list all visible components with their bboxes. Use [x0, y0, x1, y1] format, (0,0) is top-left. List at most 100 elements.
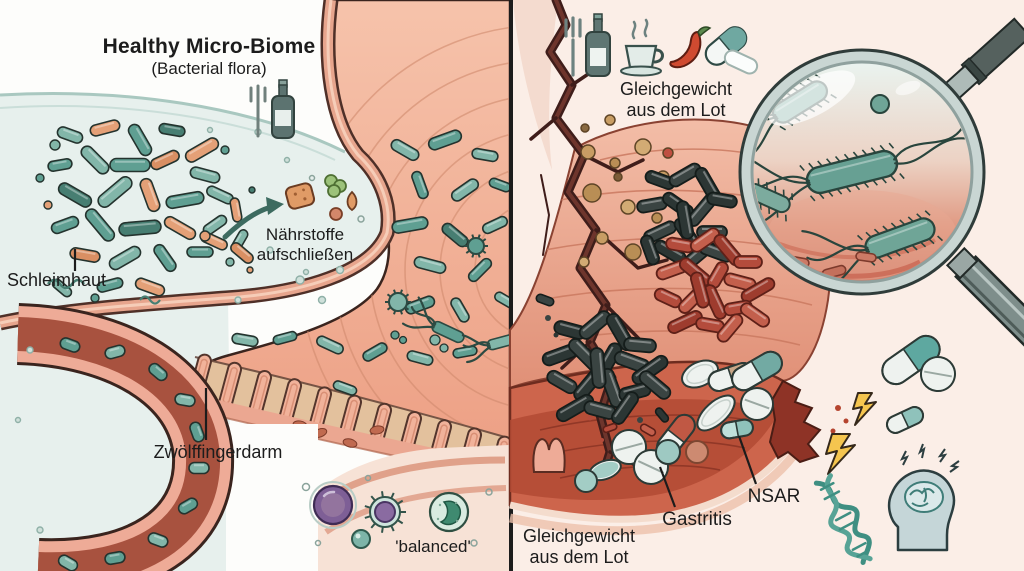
- particle: [637, 417, 643, 423]
- particle: [225, 257, 235, 267]
- bacterium-rod: [640, 234, 660, 266]
- coffee-cup-icon: [620, 18, 664, 77]
- particle: [398, 335, 408, 345]
- spiky-microbe: [464, 234, 488, 258]
- bacterium-rod: [163, 215, 197, 241]
- bacterium-rod: [441, 222, 469, 248]
- label-imbalance-top: Gleichgewicht aus dem Lot: [619, 79, 733, 121]
- bacterium-rod: [716, 313, 744, 343]
- bacterium-rod: [97, 176, 133, 208]
- bacterium-rod: [611, 391, 639, 425]
- bacterium-rod: [535, 293, 555, 307]
- bacterium-rod: [189, 166, 221, 184]
- bacterium-rod: [411, 170, 429, 200]
- particle: [600, 438, 604, 442]
- bacterium-rod: [147, 532, 169, 548]
- bacterium-rod: [189, 421, 205, 443]
- right-panel-art: [508, 0, 1024, 571]
- bacterium-rod: [150, 149, 180, 171]
- bacterium-rod: [89, 119, 121, 137]
- food-particle: [613, 172, 623, 182]
- bacterium-rod: [654, 407, 670, 423]
- left-panel-art: [0, 0, 518, 571]
- label-nsaid: NSAR: [747, 486, 801, 507]
- food-particle: [604, 114, 616, 126]
- round-pill: [685, 440, 709, 464]
- bacterium-rod: [450, 297, 470, 323]
- capsule-icon: [704, 26, 759, 75]
- particle: [90, 293, 100, 303]
- dna-icon: [813, 473, 873, 565]
- bacterium-rod: [481, 215, 509, 235]
- bacterium-rod: [623, 336, 657, 354]
- spiky-microbe: [364, 491, 406, 533]
- bacterium-rod: [165, 190, 205, 210]
- label-imbalance-bottom: Gleichgewicht aus dem Lot: [522, 526, 636, 568]
- bacterium-rod: [638, 370, 672, 400]
- particle: [587, 415, 593, 421]
- particle: [26, 346, 34, 354]
- particle: [429, 334, 441, 346]
- bacterium-rod: [553, 320, 587, 340]
- bacterium-rod: [188, 461, 210, 475]
- fork-icon: [249, 84, 267, 138]
- duodenum-loop: [16, 303, 235, 571]
- bacterium-rod: [703, 284, 727, 320]
- wine-bottle-icon: [585, 13, 611, 77]
- bacterium-rod: [413, 255, 447, 275]
- bacterium-rod: [855, 251, 877, 263]
- particle: [220, 145, 230, 155]
- bacterium-rod: [667, 310, 703, 334]
- bacterium-rod: [739, 302, 771, 328]
- bacterium-rod: [174, 392, 196, 408]
- bacterium-rod: [184, 137, 220, 163]
- bacterium-rod: [754, 123, 970, 230]
- oval-tablet: [696, 394, 736, 432]
- bacterium-rod: [401, 296, 465, 344]
- bacterium-rod: [96, 277, 124, 293]
- particle: [36, 526, 44, 534]
- particle: [439, 343, 449, 353]
- spiky-microbe: [385, 289, 411, 315]
- bacterium-rod: [589, 347, 607, 389]
- label-nutrients: Nährstoffe aufschließen: [256, 225, 354, 265]
- bacterium-rod: [177, 497, 199, 515]
- round-pill: [574, 469, 598, 493]
- bacterium-rod: [139, 177, 161, 213]
- particle: [49, 139, 61, 151]
- leader-lines-left: [73, 249, 208, 440]
- round-tablet: [740, 387, 774, 421]
- food-particle: [634, 138, 652, 156]
- particle: [335, 265, 345, 275]
- fork-icon: [564, 16, 582, 77]
- capsule-pill: [720, 418, 754, 440]
- teal-pill: [591, 461, 619, 479]
- dysbiosis-dark-cluster-b: [535, 293, 672, 442]
- particle: [283, 156, 291, 164]
- crypt: [342, 438, 358, 448]
- label-clearing: [226, 424, 318, 571]
- bacterium-rod: [231, 332, 259, 348]
- wine-bottle-icon: [271, 79, 295, 139]
- particle: [206, 126, 214, 134]
- particle: [199, 230, 211, 242]
- food-particle: [620, 199, 636, 215]
- bacterium-rod: [230, 242, 254, 264]
- food-particle: [582, 183, 602, 203]
- particle: [14, 416, 22, 424]
- bacterium-rod: [427, 129, 463, 151]
- particle: [234, 296, 242, 304]
- bacterium-rod: [134, 277, 166, 297]
- bacterium-rod: [391, 216, 429, 234]
- bacterium-rod: [450, 178, 480, 202]
- stressed-head-icon: [887, 443, 960, 552]
- bacterium-rod: [47, 157, 73, 173]
- bacterium-rod: [84, 208, 116, 242]
- capsule-pill: [731, 350, 783, 392]
- nutrients-graphic: [222, 174, 365, 240]
- round-tablet: [920, 356, 956, 392]
- label-duodenum: Zwölffingerdarm: [153, 442, 283, 462]
- pill-icons: [881, 334, 956, 434]
- dysbiosis-dark-cluster-a: [636, 162, 738, 271]
